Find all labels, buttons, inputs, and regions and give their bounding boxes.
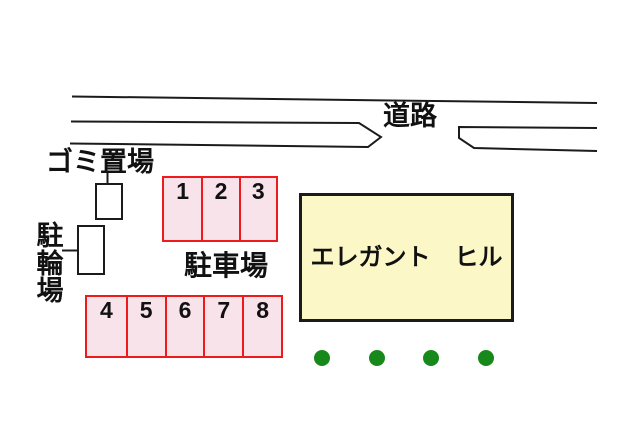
tree-dot xyxy=(368,350,385,366)
parking-stall-4: 4 xyxy=(100,297,113,323)
road-far-edge-line xyxy=(71,95,598,104)
tree-dot xyxy=(314,350,330,366)
parking-lot-label: 駐車場 xyxy=(184,250,269,281)
bicycle-area-label: 駐 輪 場 xyxy=(36,221,64,306)
bicycle-label-char-3: 場 xyxy=(36,276,64,306)
bicycle-label-char-1: 駐 xyxy=(36,221,64,251)
parking-stall-1: 1 xyxy=(176,178,190,204)
building-name: エレガント ヒル xyxy=(310,243,503,271)
bicycle-parking-box xyxy=(77,225,105,275)
parking-stall-8: 8 xyxy=(242,297,281,356)
garbage-box xyxy=(95,183,123,220)
tree-dot xyxy=(477,350,494,366)
road-near-band-left xyxy=(69,120,383,149)
parking-stall-5: 5 xyxy=(125,297,165,356)
parking-stall-6: 6 xyxy=(164,297,204,356)
building-box: エレガント ヒル xyxy=(299,193,514,322)
parking-stall-2: 2 xyxy=(201,178,238,240)
parking-stall-7: 7 xyxy=(203,297,242,356)
road-near-band-right xyxy=(458,125,598,152)
tree-dot xyxy=(423,350,440,366)
garbage-area-label: ゴミ置場 xyxy=(46,147,154,177)
tree-row xyxy=(314,350,494,366)
parking-stall-3: 3 xyxy=(238,178,276,240)
road-label: 道路 xyxy=(383,101,437,131)
bicycle-label-char-2: 輪 xyxy=(36,248,64,279)
